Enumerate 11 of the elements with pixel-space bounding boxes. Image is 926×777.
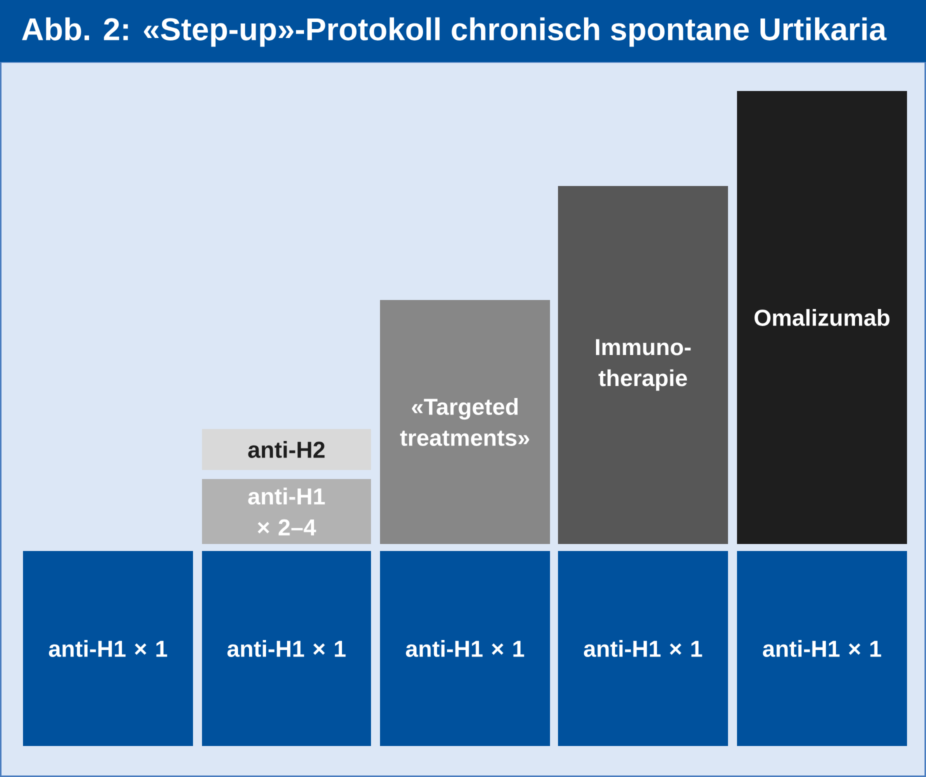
treatment-box: anti-H1 × 1 bbox=[737, 551, 907, 746]
treatment-box: anti-H1 × 1 bbox=[558, 551, 728, 746]
title-bar: Abb. 2: «Step-up»-Protokoll chronisch spontane Urtikaria bbox=[0, 0, 926, 62]
treatment-box: anti-H1 × 1 bbox=[202, 551, 371, 746]
treatment-box: anti-H1 × 2–4 bbox=[202, 479, 371, 544]
treatment-box: Omalizumab bbox=[737, 91, 907, 544]
treatment-box: «Targeted treatments» bbox=[380, 300, 550, 544]
treatment-box: anti-H1 × 1 bbox=[23, 551, 193, 746]
treatment-box: anti-H2 bbox=[202, 429, 371, 470]
treatment-box: anti-H1 × 1 bbox=[380, 551, 550, 746]
treatment-box: Immuno- therapie bbox=[558, 186, 728, 544]
